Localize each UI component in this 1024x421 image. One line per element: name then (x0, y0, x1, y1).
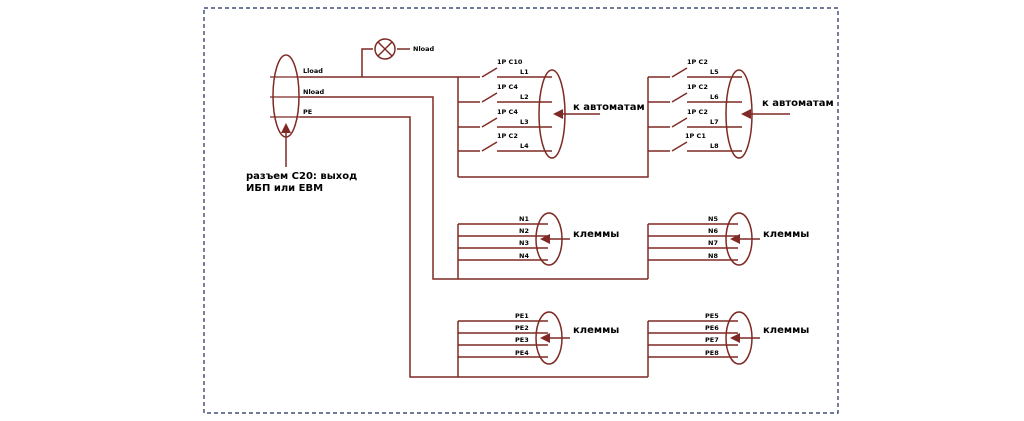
earth-pe8-label: PE8 (705, 349, 719, 357)
breaker-group-1-arrowhead (553, 109, 563, 119)
breaker-l2-switch (481, 92, 498, 103)
breaker-l8-line: L8 (710, 142, 719, 150)
neutral-n7-label: N7 (708, 239, 718, 247)
nload-wire (300, 96, 648, 280)
breaker-l6-switch (671, 92, 688, 103)
neutral-n8-label: N8 (708, 252, 718, 260)
breaker-l4-rating: 1P C2 (497, 132, 518, 140)
neutral-group-2-arrowhead (730, 234, 740, 244)
breaker-l8-switch (671, 141, 688, 152)
pe-wire (300, 116, 648, 378)
earth-group-2-caption: клеммы (763, 325, 809, 336)
neutral-n1-label: N1 (519, 215, 529, 223)
diagram-frame (203, 7, 839, 414)
breaker-group-1: 1P C10 L1 1P C4 L2 1P C4 L3 1P C2 L4 к а… (458, 58, 645, 159)
earth-pe4-label: PE4 (515, 349, 529, 357)
neutral-n3-label: N3 (519, 239, 529, 247)
breaker-l4-switch (481, 141, 498, 152)
neutral-group-1-arrowhead (540, 234, 550, 244)
breaker-group-2-caption: к автоматам (762, 98, 834, 109)
breaker-l7-rating: 1P C2 (687, 108, 708, 116)
earth-pe6-label: PE6 (705, 324, 719, 332)
label-nload-lamp: Nload (413, 45, 435, 53)
breaker-l6-rating: 1P C2 (687, 83, 708, 91)
breaker-return-1 (458, 77, 649, 178)
breaker-group-2-arrowhead (741, 109, 751, 119)
neutral-group-2: N5 N6 N7 N8 клеммы (647, 212, 809, 279)
breaker-l3-rating: 1P C4 (497, 108, 518, 116)
connector-caption-line1: разъем С20: выход (246, 171, 357, 182)
connector-arrowhead (281, 123, 291, 133)
lamp-cross-2 (377, 41, 393, 57)
breaker-l1-rating: 1P C10 (497, 58, 523, 66)
breaker-l3-switch (481, 117, 498, 128)
neutral-n2-label: N2 (519, 227, 529, 235)
breaker-l4-line: L4 (520, 142, 529, 150)
earth-pe3-label: PE3 (515, 336, 529, 344)
breaker-l2-rating: 1P C4 (497, 83, 518, 91)
earth-group-1-caption: клеммы (573, 325, 619, 336)
neutral-n6-label: N6 (708, 227, 718, 235)
earth-pe7-label: PE7 (705, 336, 719, 344)
earth-group-2: PE5 PE6 PE7 PE8 клеммы (647, 311, 809, 377)
breaker-l6-line: L6 (710, 93, 719, 101)
neutral-group-1: N1 N2 N3 N4 клеммы (457, 212, 619, 279)
breaker-l1-line: L1 (520, 68, 529, 76)
breaker-l1-switch (481, 67, 498, 78)
breaker-l3-line: L3 (520, 118, 529, 126)
neutral-n4-label: N4 (519, 252, 529, 260)
connector-caption-line2: ИБП или ЕВМ (246, 183, 323, 194)
earth-group-2-arrowhead (730, 333, 740, 343)
breaker-l2-line: L2 (520, 93, 529, 101)
label-nload: Nload (303, 88, 325, 96)
earth-pe5-label: PE5 (705, 312, 719, 320)
neutral-n5-label: N5 (708, 215, 718, 223)
lamp-branch-wire (361, 48, 373, 77)
breaker-l7-line: L7 (710, 118, 719, 126)
earth-pe1-label: PE1 (515, 312, 529, 320)
breaker-l5-switch (671, 67, 688, 78)
neutral-group-1-caption: клеммы (573, 229, 619, 240)
lamp-icon (374, 38, 396, 60)
earth-group-1: PE1 PE2 PE3 PE4 клеммы (457, 311, 619, 377)
breaker-group-1-caption: к автоматам (573, 102, 645, 113)
label-pe: PE (303, 108, 312, 116)
neutral-group-2-caption: клеммы (763, 229, 809, 240)
breaker-l5-rating: 1P C2 (687, 58, 708, 66)
breaker-l8-rating: 1P C1 (685, 132, 706, 140)
breaker-group-2: 1P C2 L5 1P C2 L6 1P C2 L7 1P C1 L8 к ав… (648, 58, 834, 159)
earth-pe2-label: PE2 (515, 324, 529, 332)
label-lload: Lload (303, 67, 323, 75)
earth-group-1-arrowhead (540, 333, 550, 343)
breaker-l7-switch (671, 117, 688, 128)
breaker-l5-line: L5 (710, 68, 719, 76)
